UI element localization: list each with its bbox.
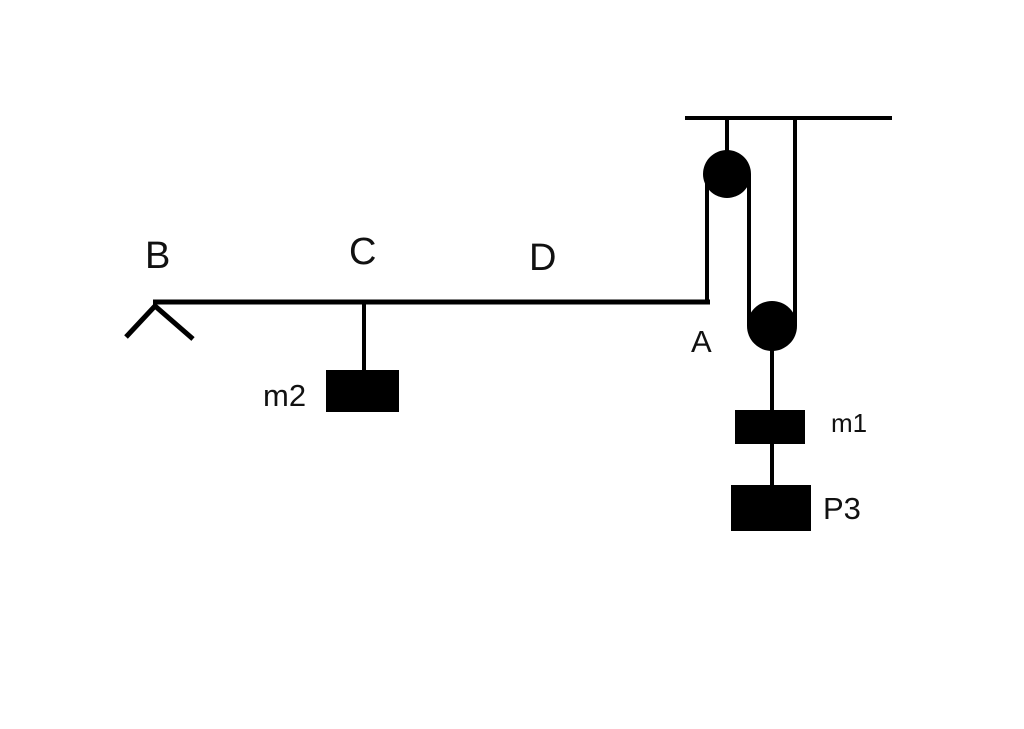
label-a: A (691, 324, 712, 359)
weight-p3 (731, 485, 811, 531)
mass-m1 (735, 410, 805, 444)
fixed-pulley (703, 150, 751, 198)
label-p3: P3 (823, 491, 861, 526)
label-m2: m2 (263, 378, 306, 413)
mass-m2 (326, 370, 399, 412)
label-b: B (145, 235, 170, 277)
label-d: D (529, 237, 556, 279)
label-c: C (349, 231, 376, 273)
label-m1: m1 (831, 408, 867, 438)
pivot-support-b (124, 302, 195, 341)
movable-pulley (747, 301, 797, 351)
